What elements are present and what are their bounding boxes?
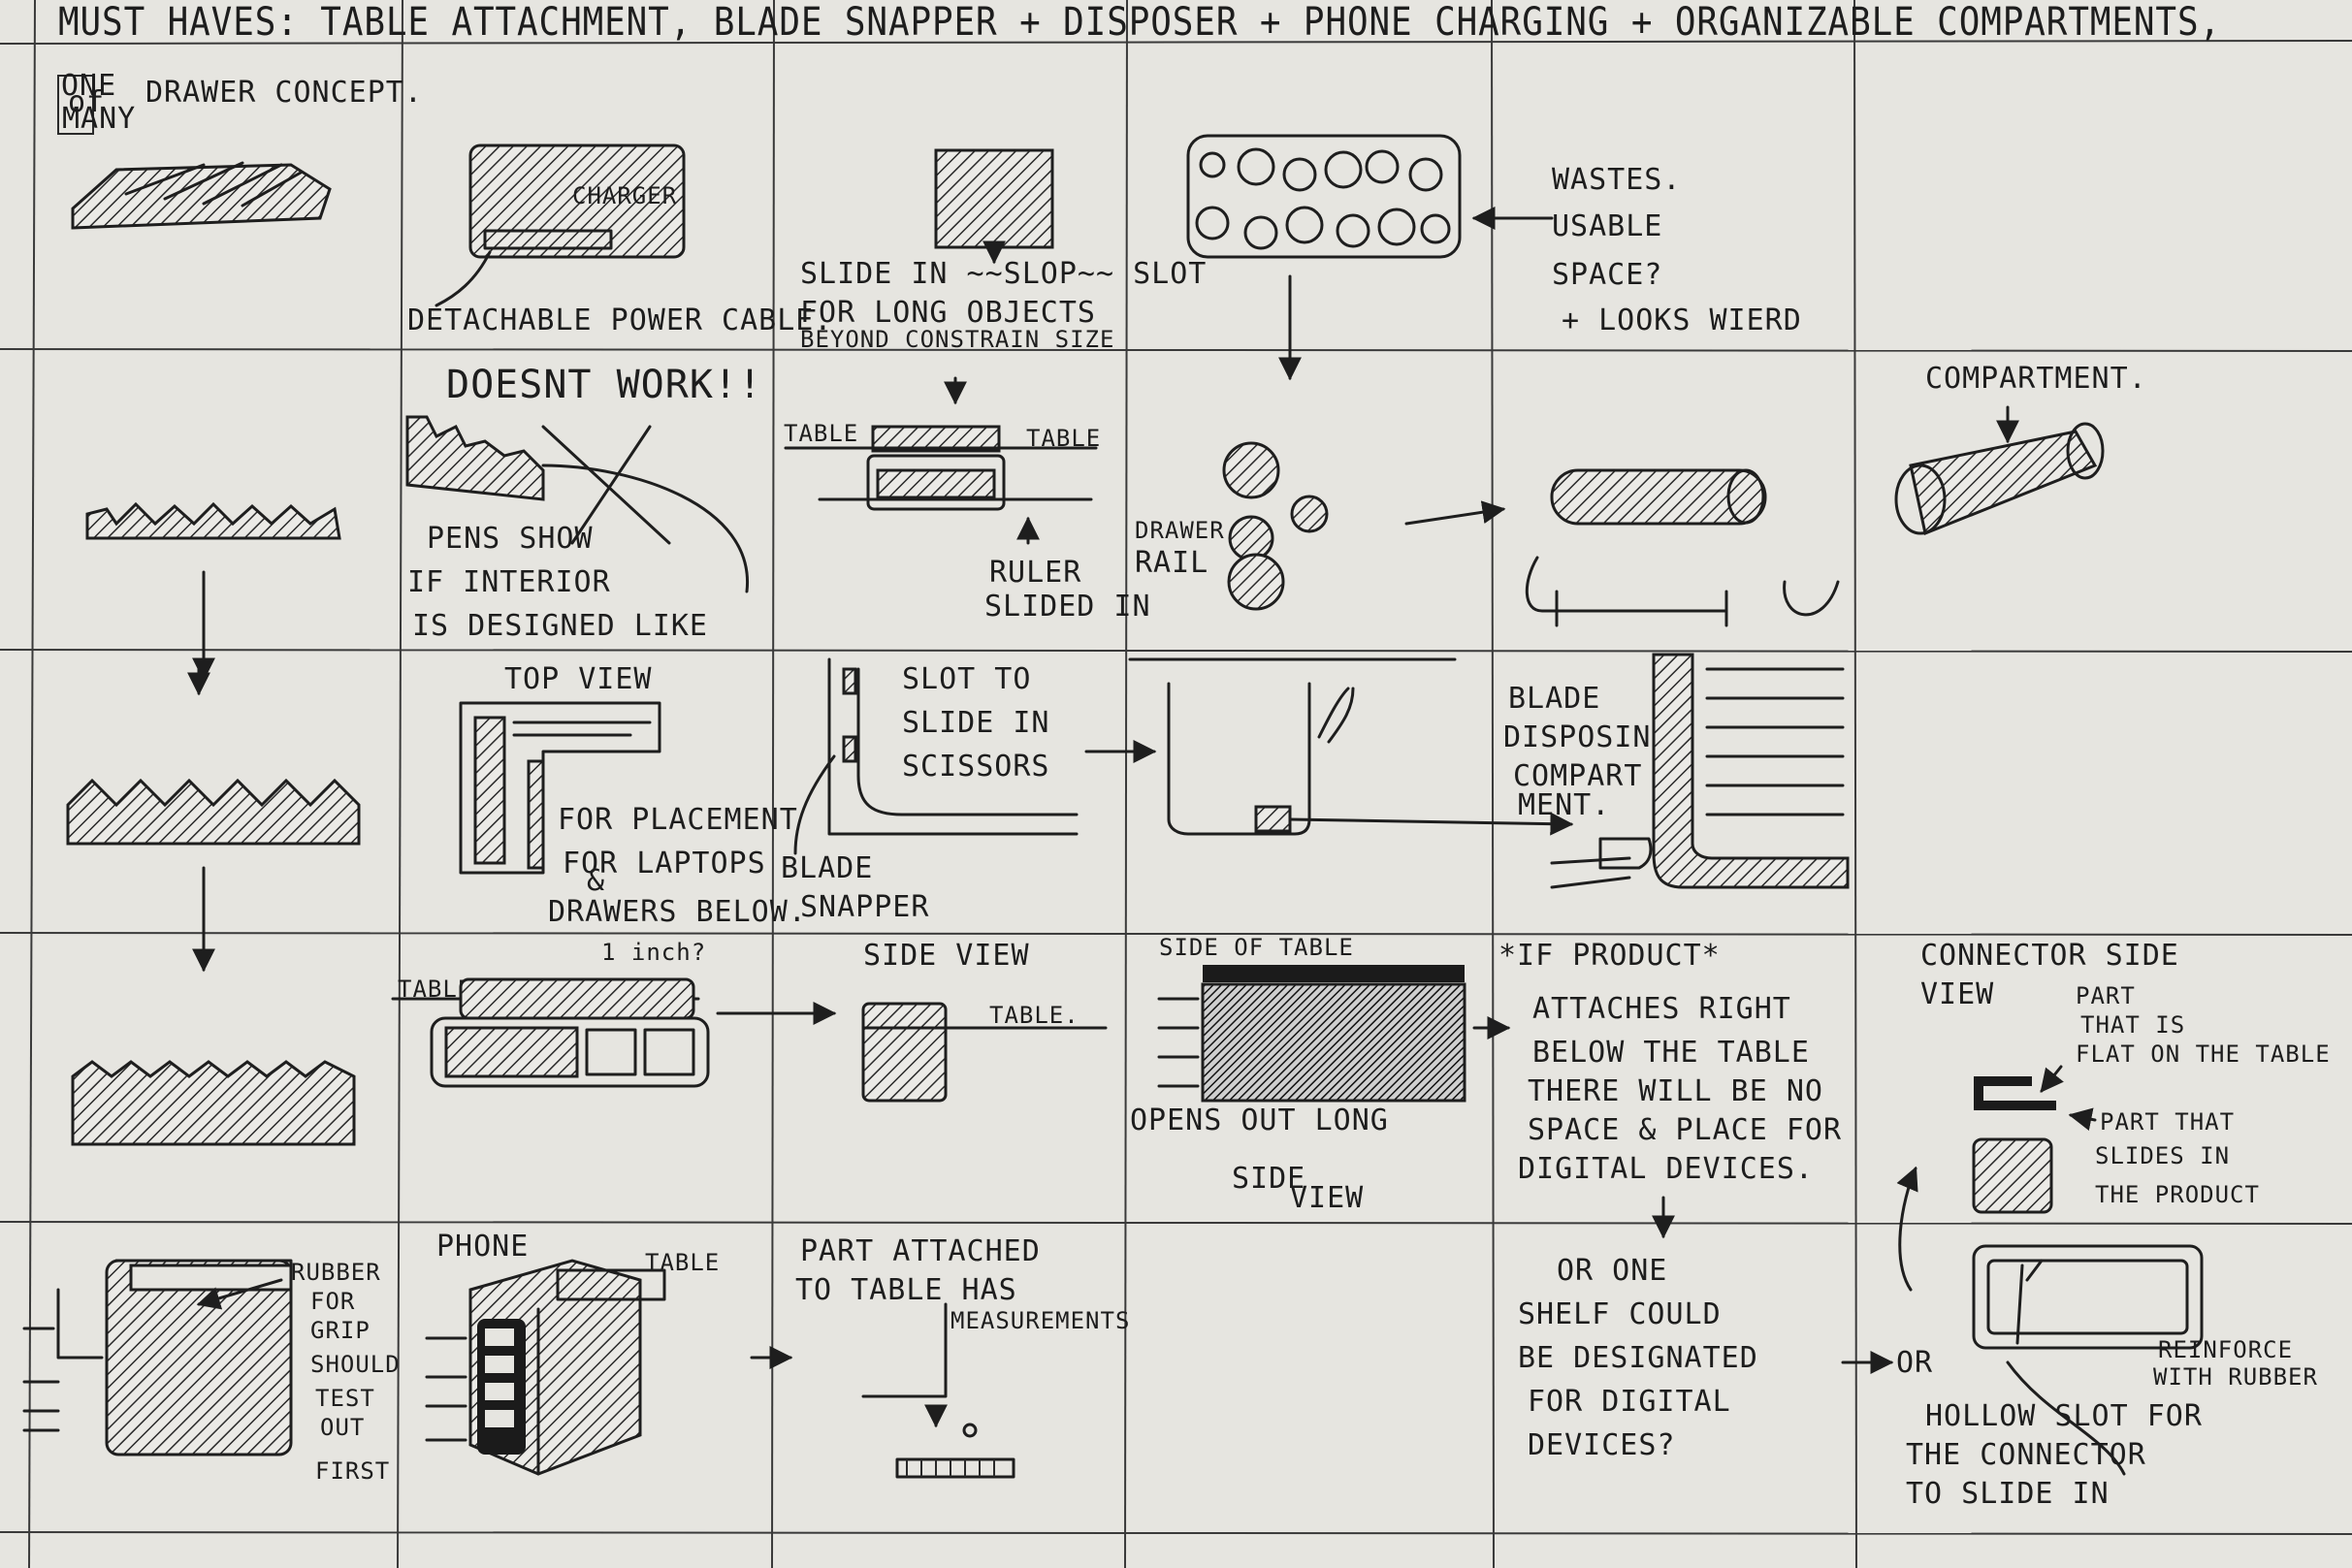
attaches-4: SPACE & PLACE FOR <box>1528 1113 1842 1147</box>
drawer-rail-2: RAIL <box>1135 546 1208 580</box>
attaches-5: DIGITAL DEVICES. <box>1518 1152 1814 1186</box>
blade-disp-1: BLADE <box>1508 682 1600 716</box>
or-label: OR <box>1896 1346 1933 1380</box>
blade-disp-4: MENT. <box>1518 788 1610 822</box>
rubber-6: OUT <box>320 1414 365 1441</box>
hollow-1: HOLLOW SLOT FOR <box>1925 1399 2203 1433</box>
side-view-2b: VIEW <box>1290 1181 1364 1215</box>
or-one-1: OR ONE <box>1557 1254 1667 1288</box>
drawer-rail-1: DRAWER <box>1135 517 1225 544</box>
drawer-concept-label: DRAWER CONCEPT. <box>145 76 423 110</box>
table-label-r5: TABLE <box>645 1249 720 1276</box>
slides-1: PART THAT <box>2100 1108 2235 1136</box>
part-att-1: PART ATTACHED <box>800 1234 1041 1268</box>
reinforce-1: REINFORCE <box>2158 1336 2293 1363</box>
side-of-table: SIDE OF TABLE <box>1159 934 1354 961</box>
wastes-2: USABLE <box>1552 209 1662 243</box>
or-one-4: FOR DIGITAL <box>1528 1385 1731 1419</box>
slot-line-1: SLIDE IN ~~SLOP~~ SLOT <box>800 257 1207 291</box>
pens-3: IS DESIGNED LIKE <box>412 609 708 643</box>
reinforce-2: WITH RUBBER <box>2153 1363 2318 1391</box>
power-cable-label: DETACHABLE POWER CABLE. <box>407 304 832 337</box>
flat-3: FLAT ON THE TABLE <box>2076 1040 2331 1068</box>
compartment-label: COMPARTMENT. <box>1925 362 2147 396</box>
table-right: TABLE <box>1026 425 1101 452</box>
pens-2: IF INTERIOR <box>407 565 611 599</box>
header-text: MUST HAVES: TABLE ATTACHMENT, BLADE SNAP… <box>58 0 2221 45</box>
opens-out: OPENS OUT LONG <box>1130 1104 1389 1137</box>
rubber-4: SHOULD <box>310 1351 401 1378</box>
wastes-4: + LOOKS WIERD <box>1562 304 1802 337</box>
panel-r4c1 <box>73 1062 354 1144</box>
rubber-5: TEST <box>315 1385 375 1412</box>
part-att-2: TO TABLE HAS <box>795 1273 1017 1307</box>
top-view-label: TOP VIEW <box>504 662 653 696</box>
flat-1: PART <box>2076 982 2136 1009</box>
rubber-3: GRIP <box>310 1317 371 1344</box>
table-side-label: TABLE. <box>989 1002 1079 1029</box>
slides-3: THE PRODUCT <box>2095 1181 2260 1208</box>
hollow-2: THE CONNECTOR <box>1906 1438 2146 1472</box>
connector-2: VIEW <box>1920 977 1994 1011</box>
or-one-2: SHELF COULD <box>1518 1297 1722 1331</box>
placement-3: & <box>587 864 605 898</box>
wastes-3: SPACE? <box>1552 258 1662 292</box>
rubber-1: RUBBER <box>291 1259 381 1286</box>
blade-snapper-1: BLADE <box>781 851 873 885</box>
slot-line-3: BEYOND CONSTRAIN SIZE <box>800 326 1114 353</box>
attaches-3: THERE WILL BE NO <box>1528 1074 1823 1108</box>
hollow-3: TO SLIDE IN <box>1906 1477 2110 1511</box>
or-one-3: BE DESIGNATED <box>1518 1341 1758 1375</box>
rubber-2: FOR <box>310 1288 355 1315</box>
placement-1: FOR PLACEMENT <box>558 803 798 837</box>
badge-many: MANY <box>62 102 136 136</box>
attaches-2: BELOW THE TABLE <box>1532 1036 1810 1070</box>
slot-to-1: SLOT TO <box>902 662 1031 696</box>
phone-label: PHONE <box>436 1230 529 1264</box>
rubber-7: FIRST <box>315 1457 390 1485</box>
placement-4: DRAWERS BELOW. <box>548 895 807 929</box>
slot-line-2: FOR LONG OBJECTS <box>800 296 1096 330</box>
or-one-5: DEVICES? <box>1528 1428 1676 1462</box>
flat-2: THAT IS <box>2080 1011 2185 1039</box>
slot-to-3: SCISSORS <box>902 750 1050 784</box>
side-view-label: SIDE VIEW <box>863 939 1030 973</box>
part-att-3: MEASUREMENTS <box>950 1307 1130 1334</box>
connector-1: CONNECTOR SIDE <box>1920 939 2179 973</box>
table-left: TABLE <box>784 420 858 447</box>
if-product: *IF PRODUCT* <box>1498 939 1721 973</box>
attaches-1: ATTACHES RIGHT <box>1532 992 1791 1026</box>
slides-2: SLIDES IN <box>2095 1142 2230 1169</box>
wastes-1: WASTES. <box>1552 163 1681 197</box>
inch-label: 1 inch? <box>601 939 706 966</box>
ruler-1: RULER <box>989 556 1081 590</box>
ruler-2: SLIDED IN <box>984 590 1151 624</box>
charger-label: CHARGER <box>572 182 677 209</box>
doesnt-work: DOESNT WORK!! <box>446 363 762 407</box>
blade-snapper-2: SNAPPER <box>800 890 929 924</box>
blade-disp-2: DISPOSING <box>1503 720 1670 754</box>
slot-to-2: SLIDE IN <box>902 706 1050 740</box>
pens-1: PENS SHOW <box>427 522 594 556</box>
